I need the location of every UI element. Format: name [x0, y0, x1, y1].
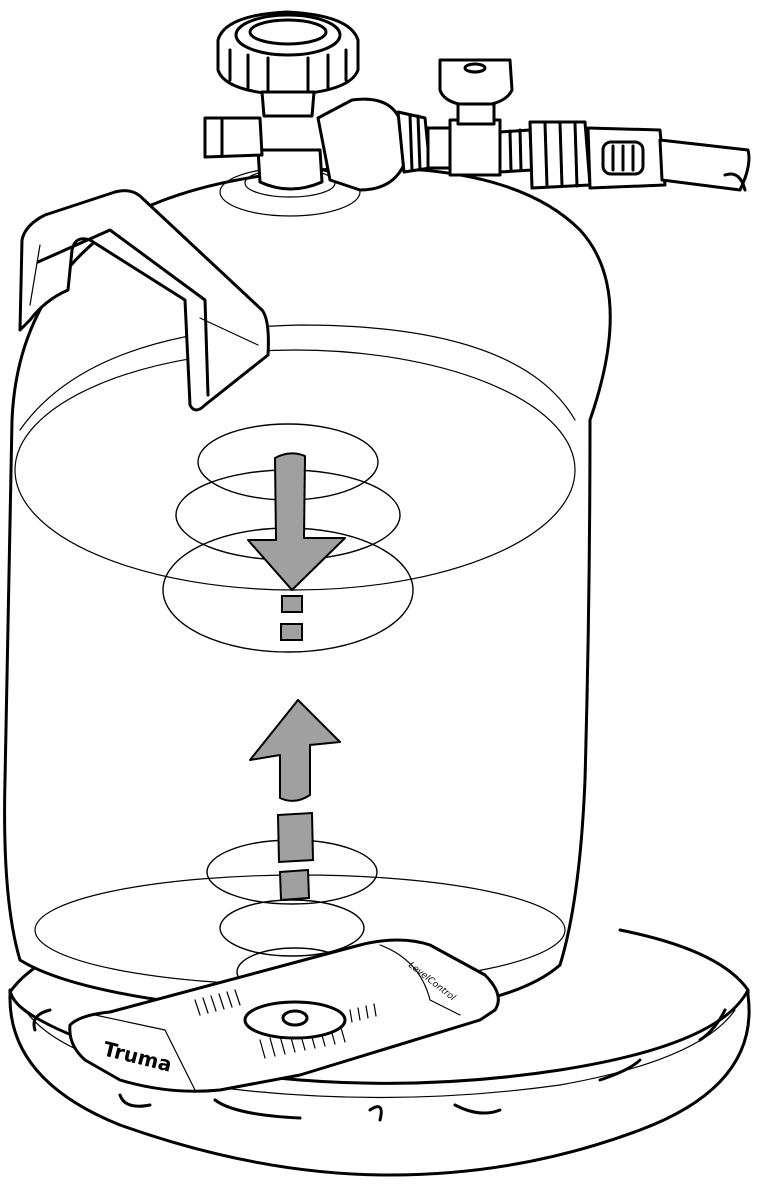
gas-level-surface [14, 349, 576, 591]
level-control-sensor: Truma LevelControl [68, 938, 500, 1093]
cylinder-valve [203, 10, 751, 192]
carry-handle [18, 189, 270, 412]
emission-arrow-up [249, 699, 341, 902]
reflection-arrow-down [247, 452, 346, 641]
